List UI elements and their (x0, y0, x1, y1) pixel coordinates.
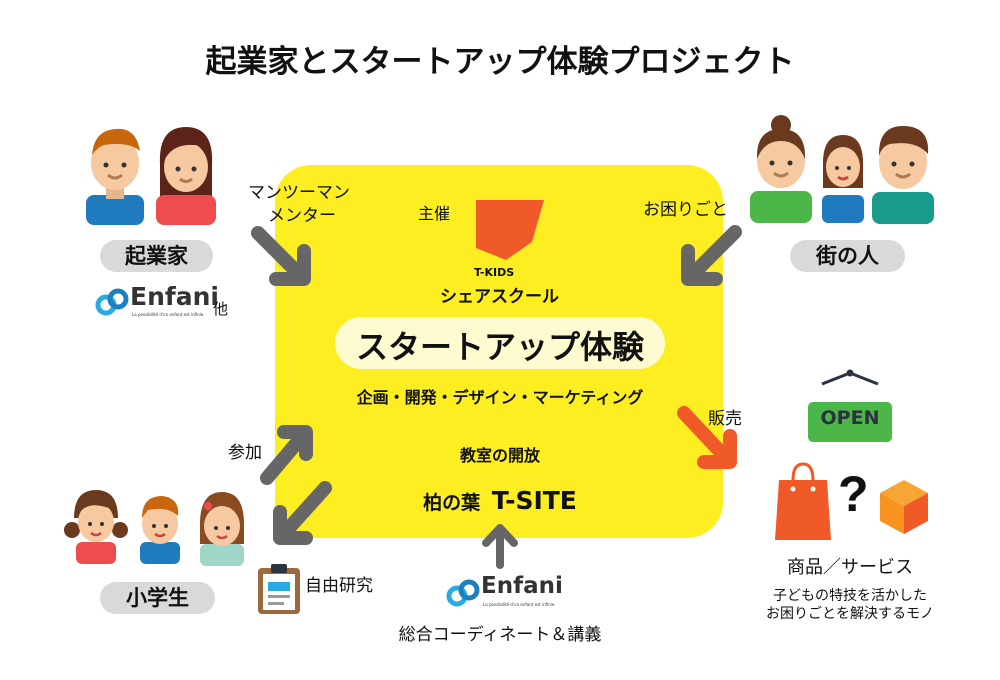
girl-icon (200, 492, 244, 566)
entrepreneurs-illustration (86, 127, 216, 225)
students-label: 小学生 (100, 582, 215, 614)
product-title: 商品／サービス (787, 557, 913, 578)
tkids-logo-top: T-KIDS (474, 266, 515, 279)
girl-pigtails-icon (64, 490, 128, 564)
coordinator-logo-text: Enfani (481, 573, 563, 599)
product-desc-2: お困りごとを解決するモノ (766, 606, 934, 622)
open-sign-text: OPEN (820, 407, 880, 429)
center-subtitle: 企画・開発・デザイン・マーケティング (356, 388, 644, 407)
man-icon (86, 128, 144, 225)
classroom-label: 教室の開放 (459, 446, 540, 465)
townspeople-illustration (750, 115, 934, 224)
join-label: 参加 (228, 443, 262, 463)
sales-arrow-icon (677, 406, 737, 469)
venue: 柏の葉 T-SITE (350, 486, 650, 515)
clipboard-icon (258, 564, 300, 614)
others-label: 他 (213, 300, 229, 318)
enfani-logo-icon (95, 288, 129, 316)
woman-bun-icon (750, 115, 812, 223)
problems-label: お困りごと (643, 200, 728, 220)
students-illustration (64, 490, 244, 566)
woman-icon (156, 127, 216, 225)
center-title: スタートアップ体験 (355, 328, 644, 366)
boy-icon (140, 496, 180, 564)
venue-name: T-SITE (491, 486, 577, 515)
page-title: 起業家とスタートアップ体験プロジェクト (205, 44, 795, 80)
tkids-logo-icon (476, 200, 544, 260)
coordinator-tagline: La possibilité d'un enfant est infinie. (483, 602, 556, 607)
venue-prefix: 柏の葉 (423, 492, 481, 514)
mentor-label-1: マンツーマン (248, 183, 350, 203)
mentor-label-2: メンター (268, 206, 336, 226)
entrepreneurs-label: 起業家 (100, 240, 213, 272)
shopping-bag-icon (775, 462, 831, 540)
research-label: 自由研究 (305, 576, 373, 596)
center-title-pill (335, 317, 665, 369)
tkids-logo-name: シェアスクール (440, 287, 559, 307)
open-sign-icon (808, 369, 892, 442)
coordinator-label: 総合コーディネート＆講義 (398, 625, 602, 645)
townspeople-label: 街の人 (790, 240, 905, 272)
enfani-logo-text: Enfani (130, 282, 219, 311)
product-desc-1: 子どもの特技を活かした (773, 588, 927, 604)
enfani-tagline: La possibilité d'un enfant est infinie. (132, 312, 205, 317)
question-mark: ? (838, 466, 869, 522)
enfani-logo-icon (446, 579, 480, 607)
organizer-label: 主催 (418, 204, 451, 223)
man-icon (872, 126, 934, 224)
box-icon (880, 480, 928, 534)
sales-label: 販売 (708, 409, 742, 429)
girl-icon (822, 135, 864, 223)
